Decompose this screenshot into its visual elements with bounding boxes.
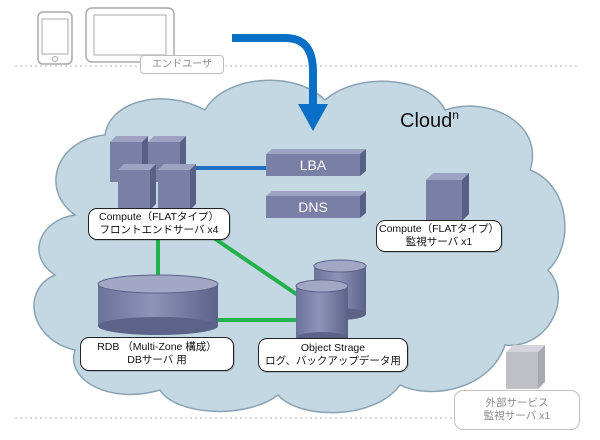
monitor-server-icon <box>426 173 469 221</box>
rdb-line2: DBサーバ 用 <box>127 354 187 366</box>
compute-monitor-line1: Compute（FLATタイプ） <box>379 223 499 235</box>
external-line2: 監視サーバ x1 <box>483 410 551 422</box>
compute-frontend-label: Compute（FLATタイプ） フロントエンドサーバ x4 <box>88 208 230 240</box>
object-storage-line1: Object Strage <box>300 342 366 354</box>
rdb-label: RDB （Multi-Zone 構成） DBサーバ 用 <box>80 337 234 371</box>
cloud-superscript: n <box>452 108 459 122</box>
server-icon <box>118 164 156 210</box>
arrow-head-icon <box>298 104 328 131</box>
link-compute-objectstorage <box>203 230 307 302</box>
lba-bar: LBA <box>266 149 366 176</box>
cloud-title: Cloudn <box>400 108 459 133</box>
database-icon <box>97 274 219 335</box>
cloud-name: Cloud <box>400 110 453 132</box>
compute-frontend-line2: フロントエンドサーバ x4 <box>99 224 219 236</box>
compute-monitor-label: Compute（FLATタイプ） 監視サーバ x1 <box>376 220 502 252</box>
object-storage-line2: ログ、バックアップデータ用 <box>265 355 401 367</box>
smartphone-icon <box>37 11 73 65</box>
server-icon <box>158 164 196 210</box>
storage-cylinder-icon <box>295 279 349 344</box>
tablet-icon <box>85 7 175 63</box>
enduser-label: エンドユーザ <box>140 55 224 74</box>
external-server-icon <box>506 345 545 389</box>
dns-label: DNS <box>298 199 328 215</box>
lba-label: LBA <box>300 157 327 173</box>
external-line1: 外部サービス <box>485 397 549 409</box>
external-service-label: 外部サービス 監視サーバ x1 <box>454 390 580 430</box>
compute-monitor-line2: 監視サーバ x1 <box>405 236 473 248</box>
object-storage-label: Object Strage ログ、バックアップデータ用 <box>258 338 408 372</box>
compute-frontend-line1: Compute（FLATタイプ） <box>99 211 219 223</box>
dns-bar: DNS <box>266 191 366 218</box>
rdb-line1: RDB （Multi-Zone 構成） <box>97 341 217 353</box>
arrow-down-icon <box>232 34 317 110</box>
